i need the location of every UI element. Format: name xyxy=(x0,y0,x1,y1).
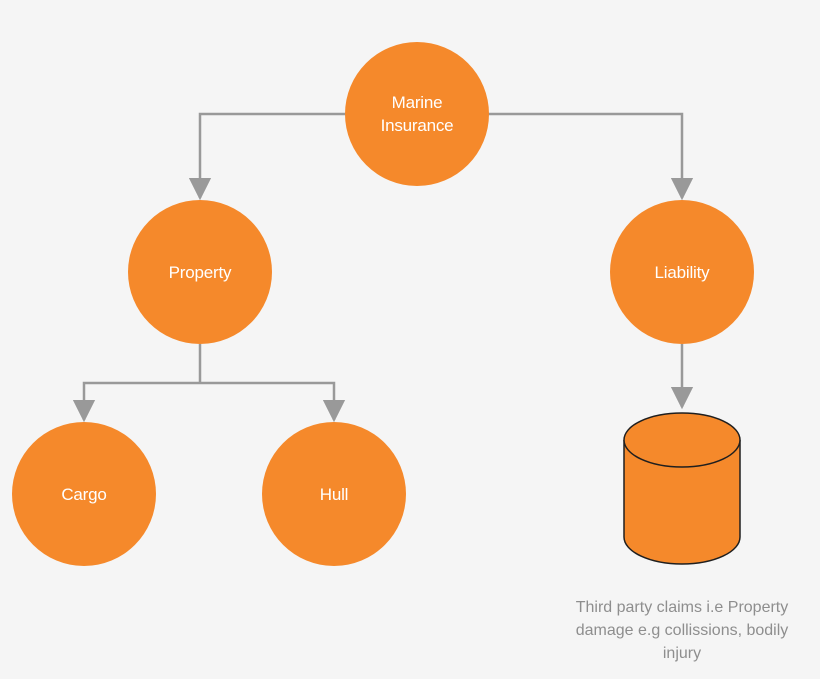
edge-root-to-liability xyxy=(488,112,694,201)
node-property-label: Property xyxy=(168,262,232,282)
edge-property-to-cargo xyxy=(72,381,200,423)
node-liability: Liability xyxy=(610,200,754,344)
edge-property-to-hull xyxy=(200,381,346,423)
node-cargo-label: Cargo xyxy=(61,484,107,504)
node-cargo: Cargo xyxy=(12,422,156,566)
liability-note: Third party claims i.e Property damage e… xyxy=(575,599,789,662)
node-marine-insurance-label: Marine Insurance xyxy=(380,93,454,135)
node-liability-label: Liability xyxy=(654,262,710,282)
edge-root-to-property xyxy=(188,112,345,201)
liability-cylinder-icon xyxy=(623,412,741,565)
node-hull: Hull xyxy=(262,422,406,566)
node-hull-label: Hull xyxy=(319,484,349,504)
node-property: Property xyxy=(128,200,272,344)
node-marine-insurance: Marine Insurance xyxy=(345,42,489,186)
